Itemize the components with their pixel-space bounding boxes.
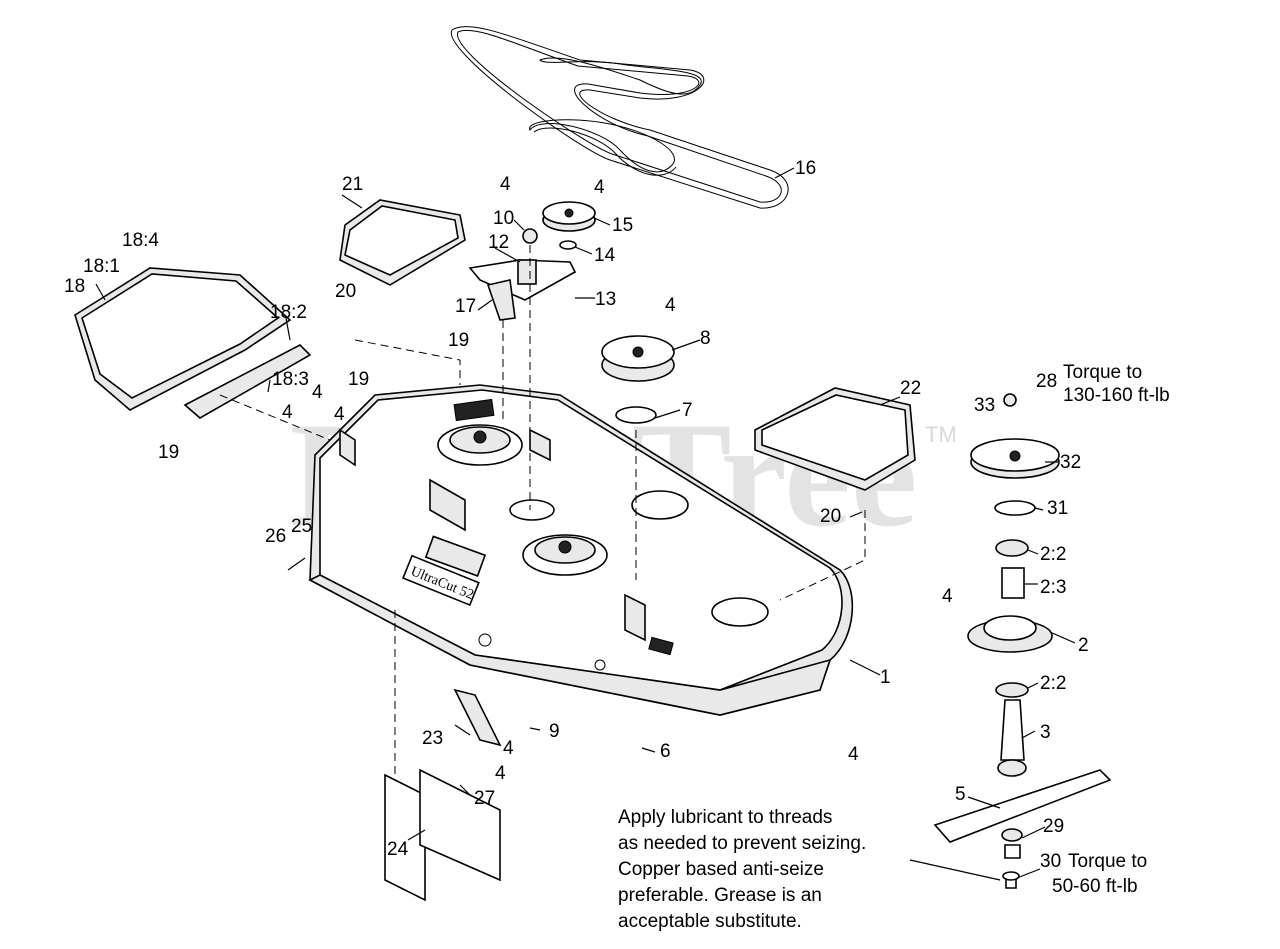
- callout-4-f: 4: [282, 402, 293, 423]
- torque-note-top-line-2: 130-160 ft-lb: [1063, 385, 1170, 406]
- callout-18-4: 18:4: [122, 230, 159, 251]
- callout-29: 29: [1043, 816, 1064, 837]
- torque-note-bottom-line-1: Torque to: [1068, 851, 1147, 872]
- belt-covers: [74, 199, 916, 491]
- callout-31: 31: [1047, 498, 1068, 519]
- callout-4-i: 4: [495, 763, 506, 784]
- callout-33: 33: [974, 395, 995, 416]
- callout-17: 17: [455, 296, 476, 317]
- callout-22: 22: [900, 378, 921, 399]
- callout-14: 14: [594, 245, 616, 266]
- idler-pulleys: [468, 201, 675, 424]
- lubricant-note-line-1: Apply lubricant to threads: [618, 807, 832, 828]
- callout-9: 9: [549, 721, 560, 742]
- callout-5: 5: [955, 784, 966, 805]
- lubricant-note-line-3: Copper based anti-seize: [618, 859, 824, 880]
- lubricant-note-line-4: preferable. Grease is an: [618, 885, 822, 906]
- callout-18: 18: [64, 276, 85, 297]
- callout-4-c: 4: [665, 295, 676, 316]
- lubricant-note-line-5: acceptable substitute.: [618, 911, 802, 932]
- torque-note-bottom-line-2: 50-60 ft-lb: [1052, 876, 1138, 897]
- callout-27: 27: [474, 788, 495, 809]
- callout-3: 3: [1040, 722, 1051, 743]
- callout-2-2-upper: 2:2: [1040, 544, 1066, 565]
- callout-labels: 1 2 2:2 2:2 2:3 3 4 4 4 4 4 4 4 4 4 4 5 …: [64, 158, 1089, 872]
- callout-4-a: 4: [500, 174, 511, 195]
- torque-note-top-line-1: Torque to: [1063, 362, 1142, 383]
- baffle-parts: [384, 688, 502, 902]
- callout-19-c: 19: [348, 369, 369, 390]
- callout-4-h: 4: [503, 738, 514, 759]
- callout-4-e: 4: [334, 404, 345, 425]
- lubricant-note: Apply lubricant to threads as needed to …: [618, 807, 866, 932]
- callout-18-3: 18:3: [272, 369, 309, 390]
- callout-19-a: 19: [158, 442, 179, 463]
- belt-part-16: [450, 26, 789, 209]
- callout-18-2: 18:2: [270, 302, 307, 323]
- spindle-assembly: [933, 393, 1112, 889]
- leader-lines: [95, 167, 1076, 881]
- callout-2: 2: [1078, 635, 1089, 656]
- alignment-lines: [219, 245, 866, 780]
- callout-26: 26: [265, 526, 286, 547]
- callout-2-2-lower: 2:2: [1040, 673, 1066, 694]
- callout-19-b: 19: [448, 330, 469, 351]
- callout-24: 24: [387, 839, 409, 860]
- deck-housing-part-1: UltraCut 52: [308, 384, 854, 716]
- callout-30: 30: [1040, 851, 1061, 872]
- callout-6: 6: [660, 741, 671, 762]
- callout-7: 7: [682, 400, 693, 421]
- callout-4-g: 4: [942, 586, 953, 607]
- callout-2-3: 2:3: [1040, 577, 1066, 598]
- callout-23: 23: [422, 728, 443, 749]
- callout-21: 21: [342, 174, 363, 195]
- callout-12: 12: [488, 232, 509, 253]
- torque-note-top: Torque to 130-160 ft-lb: [1063, 362, 1170, 406]
- callout-4-j: 4: [848, 744, 859, 765]
- callout-20-a: 20: [335, 281, 356, 302]
- callout-20-b: 20: [820, 506, 841, 527]
- callout-8: 8: [700, 328, 711, 349]
- callout-32: 32: [1060, 452, 1081, 473]
- callout-4-d: 4: [312, 382, 323, 403]
- callout-1: 1: [880, 667, 891, 688]
- callout-4-b: 4: [594, 177, 605, 198]
- watermark-trademark: TM: [925, 422, 957, 447]
- callout-16: 16: [795, 158, 816, 179]
- lubricant-note-line-2: as needed to prevent seizing.: [618, 833, 866, 854]
- callout-10: 10: [493, 208, 514, 229]
- callout-25: 25: [291, 516, 312, 537]
- callout-15: 15: [612, 215, 633, 236]
- callout-13: 13: [595, 289, 616, 310]
- callout-28: 28: [1036, 371, 1057, 392]
- torque-note-bottom: Torque to 50-60 ft-lb: [1052, 851, 1147, 897]
- callout-18-1: 18:1: [83, 256, 120, 277]
